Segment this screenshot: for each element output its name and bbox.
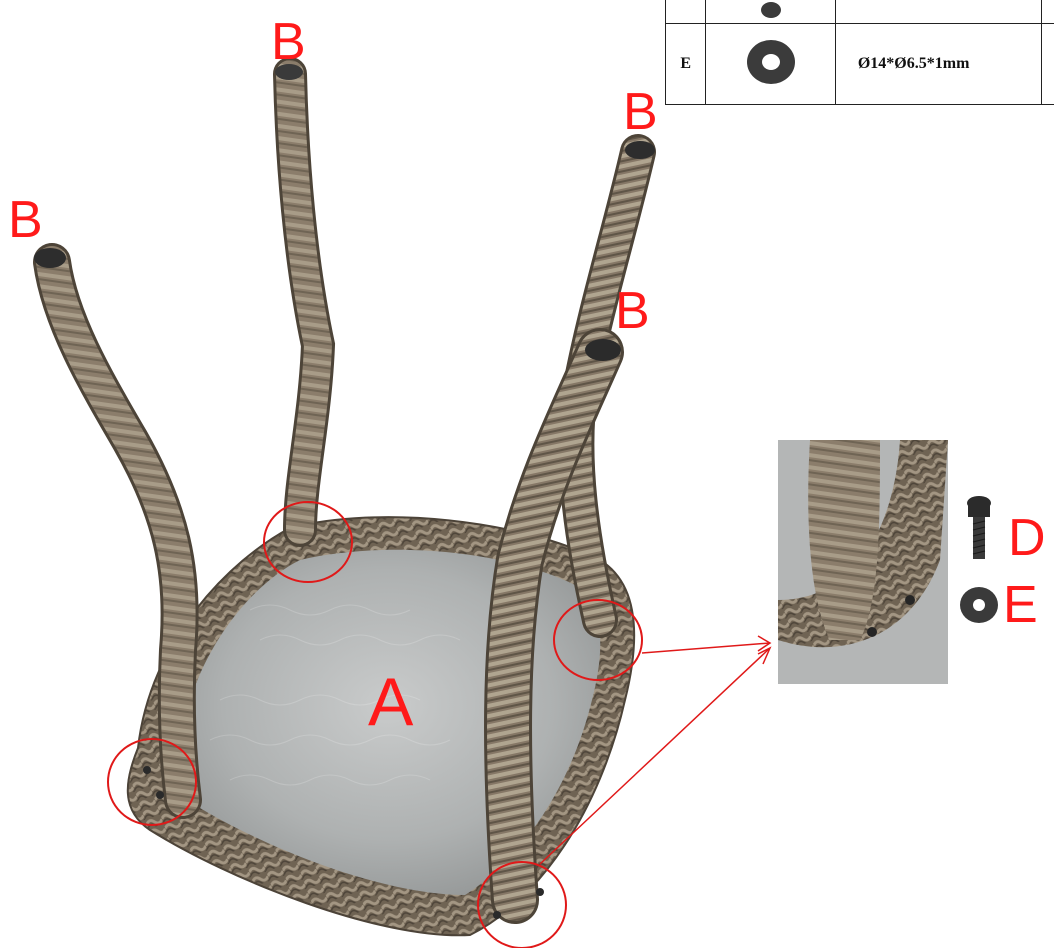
part-image xyxy=(706,0,835,24)
part-image xyxy=(706,24,835,105)
parts-table: E Ø14*Ø6.5*1mm xyxy=(665,0,1054,105)
screw-d-photo xyxy=(967,496,991,559)
part-spec xyxy=(835,0,1041,24)
table-row: E Ø14*Ø6.5*1mm xyxy=(666,24,1054,105)
washer-e-photo xyxy=(960,587,998,623)
leg-back-left xyxy=(34,248,183,800)
part-letter: E xyxy=(666,24,706,105)
part-letter xyxy=(666,0,706,24)
screw-icon xyxy=(751,0,791,18)
leg-back-center xyxy=(275,64,318,530)
part-spec: Ø14*Ø6.5*1mm xyxy=(835,24,1041,105)
washer-icon xyxy=(741,37,801,87)
inset-detail xyxy=(778,440,948,684)
table-row xyxy=(666,0,1054,24)
